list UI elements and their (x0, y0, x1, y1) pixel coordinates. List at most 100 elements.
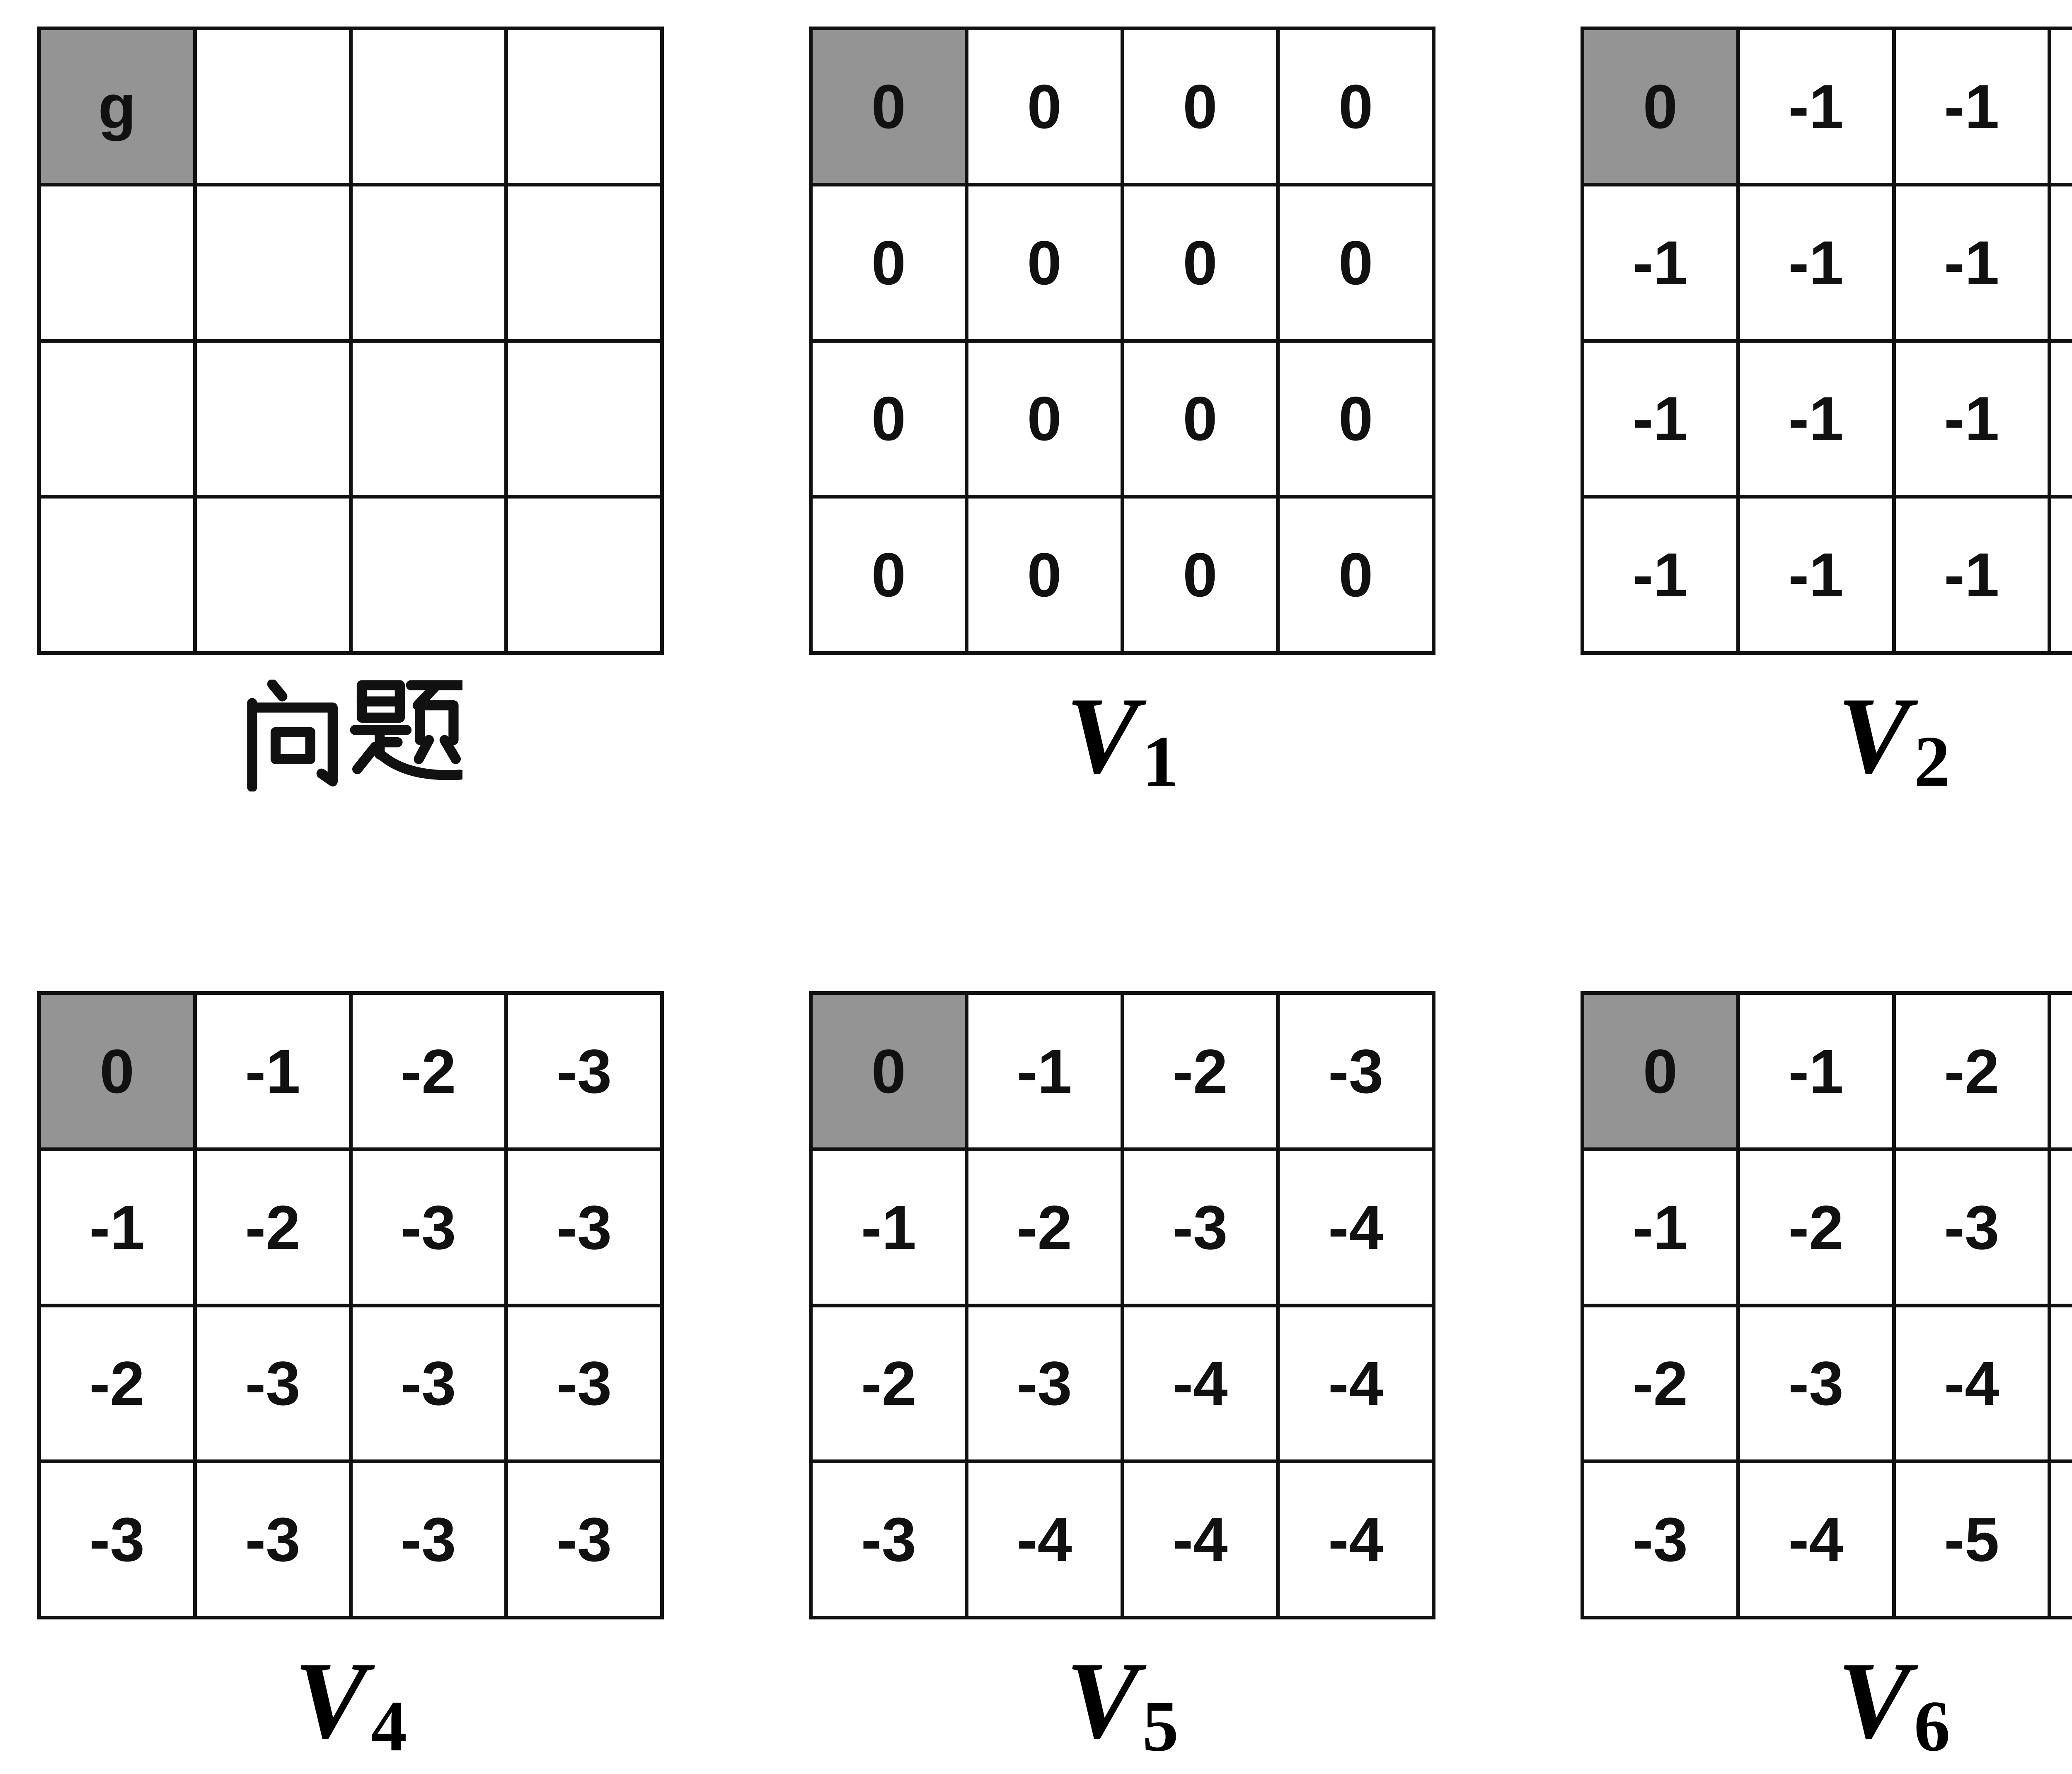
grid-panel-v2: 0-1-1-1-1-1-1-1-1-1-1-1-1-1-1-1V2 (1581, 27, 2072, 801)
grid-v1-cell-r1c0: 0 (813, 186, 965, 339)
grid-v2-cell-r1c1: -1 (1740, 186, 1892, 339)
wenti-label-glyphs (247, 680, 462, 791)
grid-v4-cell-r1c3: -3 (508, 1151, 660, 1304)
char-wen (247, 680, 338, 791)
grid-v1-cell-r1c1: 0 (968, 186, 1121, 339)
grid-problem-cell-r0c1 (196, 30, 349, 183)
grid-v6: 0-1-2-3-1-2-3-4-2-3-4-5-3-4-5-5 (1581, 991, 2072, 1619)
grid-v6-cell-r3c0: -3 (1584, 1463, 1736, 1616)
grid-v4-cell-r0c3: -3 (508, 995, 660, 1147)
grid-v6-cell-r1c2: -3 (1895, 1151, 2048, 1304)
grid-problem-cell-r1c2 (352, 186, 505, 339)
grid-v1-cell-r2c2: 0 (1124, 342, 1276, 495)
grid-v6-cell-r3c3: -5 (2051, 1463, 2072, 1616)
grid-v4-cell-r0c0-goal: 0 (41, 995, 193, 1147)
grid-v6-cell-r0c3: -3 (2051, 995, 2072, 1147)
grid-problem-cell-r1c3 (508, 186, 660, 339)
grid-v5-cell-r2c0: -2 (813, 1307, 965, 1460)
grid-v6-cell-r1c0: -1 (1584, 1151, 1736, 1304)
grid-v5-cell-r3c1: -4 (968, 1463, 1121, 1616)
grid-v2-cell-r2c1: -1 (1740, 342, 1892, 495)
grid-v6-cell-r3c1: -4 (1740, 1463, 1892, 1616)
grid-v2-cell-r2c2: -1 (1895, 342, 2048, 495)
grid-v2-cell-r0c0-goal: 0 (1584, 30, 1736, 183)
grid-panel-problem: g 问题 (37, 27, 664, 796)
grid-v4-cell-r3c2: -3 (352, 1463, 505, 1616)
grid-v2-cell-r0c1: -1 (1740, 30, 1892, 183)
grid-panel-v6: 0-1-2-3-1-2-3-4-2-3-4-5-3-4-5-5V6 (1581, 991, 2072, 1762)
grid-v5-cell-r3c3: -4 (1280, 1463, 1432, 1616)
grid-v1-cell-r0c0-goal: 0 (813, 30, 965, 183)
grid-v4-cell-r1c1: -2 (196, 1151, 349, 1304)
grid-caption-problem: 问题 (239, 675, 462, 796)
grid-problem-cell-r3c0 (41, 499, 193, 651)
grid-problem: g (37, 27, 664, 655)
grid-v5-cell-r2c3: -4 (1280, 1307, 1432, 1460)
grid-v6-cell-r1c3: -4 (2051, 1151, 2072, 1304)
grid-v5-cell-r1c0: -1 (813, 1151, 965, 1304)
grid-v1-cell-r0c1: 0 (968, 30, 1121, 183)
grid-v6-cell-r0c2: -2 (1895, 995, 2048, 1147)
grid-problem-cell-r0c0-goal: g (41, 30, 193, 183)
grid-v2-cell-r3c2: -1 (1895, 499, 2048, 651)
grid-v5-cell-r0c1: -1 (968, 995, 1121, 1147)
grid-problem-cell-r3c2 (352, 499, 505, 651)
grid-problem-cell-r2c3 (508, 342, 660, 495)
grid-v5: 0-1-2-3-1-2-3-4-2-3-4-4-3-4-4-4 (809, 991, 1435, 1619)
grid-v2-cell-r0c3: -1 (2051, 30, 2072, 183)
grid-v6-cell-r2c2: -4 (1895, 1307, 2048, 1460)
grid-v5-cell-r1c3: -4 (1280, 1151, 1432, 1304)
grid-v4-cell-r3c3: -3 (508, 1463, 660, 1616)
grid-v2-cell-r1c2: -1 (1895, 186, 2048, 339)
char-ti (350, 680, 462, 780)
value-function-subscript: 2 (1914, 721, 1951, 801)
value-function-symbol: V (1065, 1639, 1139, 1761)
grid-v5-cell-r0c0-goal: 0 (813, 995, 965, 1147)
grid-v1-cell-r0c3: 0 (1280, 30, 1432, 183)
grid-v1-cell-r0c2: 0 (1124, 30, 1276, 183)
grid-v4: 0-1-2-3-1-2-3-3-2-3-3-3-3-3-3-3 (37, 991, 664, 1619)
grid-v4-cell-r2c2: -3 (352, 1307, 505, 1460)
grid-problem-cell-r2c0 (41, 342, 193, 495)
grid-v5-cell-r1c1: -2 (968, 1151, 1121, 1304)
grid-v4-cell-r3c1: -3 (196, 1463, 349, 1616)
grid-v1-cell-r2c0: 0 (813, 342, 965, 495)
grid-v5-cell-r1c2: -3 (1124, 1151, 1276, 1304)
grid-v1-cell-r2c3: 0 (1280, 342, 1432, 495)
grid-v1-cell-r3c1: 0 (968, 499, 1121, 651)
grid-v4-cell-r2c3: -3 (508, 1307, 660, 1460)
grid-v4-cell-r2c0: -2 (41, 1307, 193, 1460)
grid-v4-cell-r0c1: -1 (196, 995, 349, 1147)
grid-v1-cell-r1c2: 0 (1124, 186, 1276, 339)
grid-problem-cell-r0c3 (508, 30, 660, 183)
grid-problem-cell-r2c1 (196, 342, 349, 495)
grid-v1-cell-r1c3: 0 (1280, 186, 1432, 339)
grid-v6-cell-r1c1: -2 (1740, 1151, 1892, 1304)
grid-v2-cell-r0c2: -1 (1895, 30, 2048, 183)
grid-v1-cell-r2c1: 0 (968, 342, 1121, 495)
grid-v6-cell-r0c1: -1 (1740, 995, 1892, 1147)
grid-problem-cell-r1c1 (196, 186, 349, 339)
grid-v5-cell-r0c2: -2 (1124, 995, 1276, 1147)
value-function-symbol: V (1837, 1639, 1911, 1761)
grid-v5-cell-r3c0: -3 (813, 1463, 965, 1616)
grid-row-top: g问题0000000000000000V10-1-1-1-1-1-1-1-1-1… (37, 27, 2072, 801)
grid-v2: 0-1-1-1-1-1-1-1-1-1-1-1-1-1-1-1 (1581, 27, 2072, 655)
grid-v4-cell-r1c0: -1 (41, 1151, 193, 1304)
grid-v2-cell-r2c3: -1 (2051, 342, 2072, 495)
grid-problem-cell-r1c0 (41, 186, 193, 339)
grid-v6-cell-r2c1: -3 (1740, 1307, 1892, 1460)
grid-v2-cell-r3c1: -1 (1740, 499, 1892, 651)
value-function-subscript: 5 (1142, 1685, 1179, 1766)
grid-v4-cell-r3c0: -3 (41, 1463, 193, 1616)
grid-problem-cell-r3c1 (196, 499, 349, 651)
grid-v5-cell-r0c3: -3 (1280, 995, 1432, 1147)
grid-v4-cell-r0c2: -2 (352, 995, 505, 1147)
